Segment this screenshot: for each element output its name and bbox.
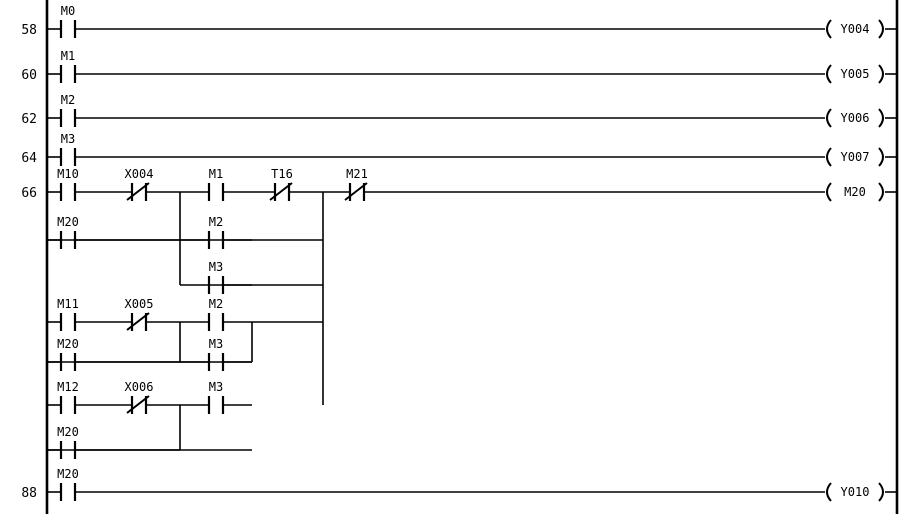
- contact-label: M11: [57, 297, 79, 311]
- nc-slash-icon: [126, 312, 150, 331]
- contact-label: M2: [209, 297, 223, 311]
- contact-x004[interactable]: X004: [125, 167, 154, 201]
- coil-arc-right: [878, 482, 884, 502]
- coil-arc-right: [878, 108, 884, 128]
- coil-arc-left: [826, 182, 832, 202]
- coil-label: Y005: [841, 67, 870, 81]
- coil-arc-left: [826, 64, 832, 84]
- coil-label: Y007: [841, 150, 870, 164]
- rung-sub-8: M20 M3: [47, 337, 252, 371]
- contact-label: M20: [57, 215, 79, 229]
- contact-m11[interactable]: M11: [57, 297, 79, 331]
- rung-number: 58: [21, 23, 37, 38]
- rung-number: 62: [21, 112, 37, 127]
- contact-label: M20: [57, 467, 79, 481]
- contact-label: M21: [346, 167, 368, 181]
- coil-arc-left: [826, 482, 832, 502]
- rung-sub-7: M11 X005 M2: [47, 297, 252, 331]
- contact-m3[interactable]: M3: [207, 380, 225, 414]
- rung-number: 66: [21, 186, 37, 201]
- coil-arc-left: [826, 147, 832, 167]
- coil-y005[interactable]: Y005: [826, 64, 884, 84]
- contact-label: M10: [57, 167, 79, 181]
- coil-label: Y004: [841, 22, 870, 36]
- contact-label: M3: [61, 132, 75, 146]
- nc-slash-icon: [269, 182, 293, 201]
- coil-label: Y010: [841, 485, 870, 499]
- contact-m2[interactable]: M2: [207, 297, 225, 331]
- coil-arc-right: [878, 64, 884, 84]
- rung-sub-9: M12 X006 M3: [47, 380, 252, 414]
- coil-y006[interactable]: Y006: [826, 108, 884, 128]
- contact-x005[interactable]: X005: [125, 297, 154, 331]
- rung-sub-5: M20 M2: [47, 215, 252, 249]
- contact-m20[interactable]: M20: [57, 467, 79, 501]
- coil-arc-right: [878, 182, 884, 202]
- contact-label: M0: [61, 4, 75, 18]
- contact-m21[interactable]: M21: [344, 167, 368, 201]
- contact-m0[interactable]: M0: [59, 4, 77, 38]
- coil-y004[interactable]: Y004: [826, 19, 884, 39]
- contact-x006[interactable]: X006: [125, 380, 154, 414]
- contact-label: M1: [61, 49, 75, 63]
- contact-label: M2: [61, 93, 75, 107]
- contact-m1[interactable]: M1: [59, 49, 77, 83]
- contact-label: X004: [125, 167, 154, 181]
- coil-arc-right: [878, 19, 884, 39]
- contact-label: M1: [209, 167, 223, 181]
- contact-label: M12: [57, 380, 79, 394]
- contact-label: T16: [271, 167, 293, 181]
- contact-m20[interactable]: M20: [57, 215, 79, 249]
- contact-label: M3: [209, 260, 223, 274]
- rung-number: 60: [21, 68, 37, 83]
- coil-label: M20: [844, 185, 866, 199]
- coil-arc-right: [878, 147, 884, 167]
- rung-number: 64: [21, 151, 37, 166]
- rung-number: 88: [21, 486, 37, 501]
- coil-y007[interactable]: Y007: [826, 147, 884, 167]
- contact-t16[interactable]: T16: [269, 167, 293, 201]
- contact-m3[interactable]: M3: [59, 132, 77, 166]
- contact-label: M20: [57, 337, 79, 351]
- contact-m2[interactable]: M2: [59, 93, 77, 127]
- coil-m20[interactable]: M20: [826, 182, 884, 202]
- rung-sub-10: M20: [47, 425, 252, 459]
- contact-label: X005: [125, 297, 154, 311]
- nc-slash-icon: [344, 182, 368, 201]
- contact-label: X006: [125, 380, 154, 394]
- contact-m3[interactable]: M3: [207, 337, 225, 371]
- contact-m2[interactable]: M2: [207, 215, 225, 249]
- coil-arc-left: [826, 19, 832, 39]
- nc-slash-icon: [126, 182, 150, 201]
- contact-m20[interactable]: M20: [57, 337, 79, 371]
- coil-y010[interactable]: Y010: [826, 482, 884, 502]
- contact-label: M3: [209, 337, 223, 351]
- nc-slash-icon: [126, 395, 150, 414]
- contact-m20[interactable]: M20: [57, 425, 79, 459]
- contact-m12[interactable]: M12: [57, 380, 79, 414]
- coil-arc-left: [826, 108, 832, 128]
- contact-m3[interactable]: M3: [207, 260, 225, 294]
- coil-label: Y006: [841, 111, 870, 125]
- contact-m10[interactable]: M10: [57, 167, 79, 201]
- contact-label: M3: [209, 380, 223, 394]
- contact-label: M20: [57, 425, 79, 439]
- contact-m1[interactable]: M1: [207, 167, 225, 201]
- contact-label: M2: [209, 215, 223, 229]
- rung-sub-6: M3: [207, 260, 252, 294]
